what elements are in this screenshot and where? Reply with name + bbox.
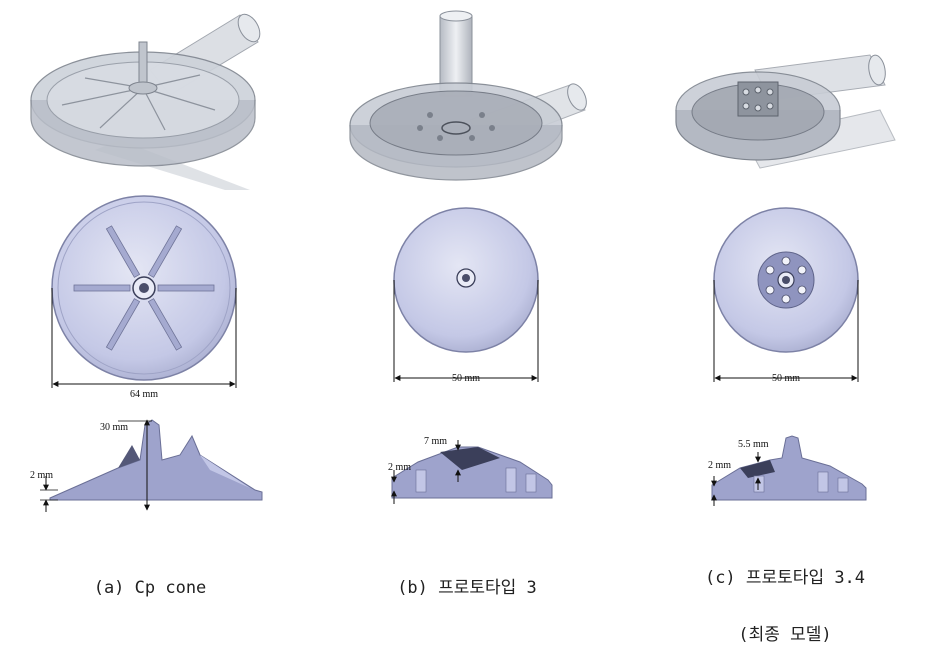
caption-c: (c) 프로토타입 3.4 (최종 모델): [670, 531, 900, 664]
prototype-3-top-view: 50 mm: [393, 207, 539, 384]
prototype-3-4-base-label: 2 mm: [708, 460, 731, 471]
caption-b: (b) 프로토타입 3: [362, 541, 572, 617]
cp-cone-top-view: 64 mm: [51, 195, 237, 400]
prototype-3-4-cross-section: 5.5 mm 2 mm: [708, 435, 867, 506]
prototype-3-4-top-view: 50 mm: [713, 207, 859, 384]
caption-a: (a) Cp cone: [60, 541, 240, 617]
prototype-3-4-diameter-label: 50 mm: [772, 373, 800, 384]
cp-cone-cross-section: 30 mm 2 mm: [30, 419, 263, 512]
caption-c-line2: (최종 모델): [738, 625, 832, 645]
prototype-3-4-3d-view: [675, 54, 896, 169]
cp-cone-3d-view: [30, 13, 261, 190]
prototype-3-diameter-label: 50 mm: [452, 373, 480, 384]
cp-cone-base-label: 2 mm: [30, 470, 53, 481]
caption-b-line1: (b) 프로토타입 3: [397, 578, 537, 598]
prototype-3-4-height-label: 5.5 mm: [738, 439, 769, 450]
caption-a-line1: (a) Cp cone: [93, 578, 207, 598]
prototype-3-base-label: 2 mm: [388, 462, 411, 473]
prototype-3-cross-section: 7 mm 2 mm: [388, 436, 553, 504]
caption-c-line1: (c) 프로토타입 3.4: [704, 568, 866, 588]
cp-cone-height-label: 30 mm: [100, 422, 128, 433]
cp-cone-diameter-label: 64 mm: [130, 389, 158, 400]
figure-canvas: 64 mm 50 mm 50 mm 30 mm: [30, 10, 896, 512]
prototype-3-3d-view: [349, 10, 587, 181]
prototype-3-height-label: 7 mm: [424, 436, 447, 447]
